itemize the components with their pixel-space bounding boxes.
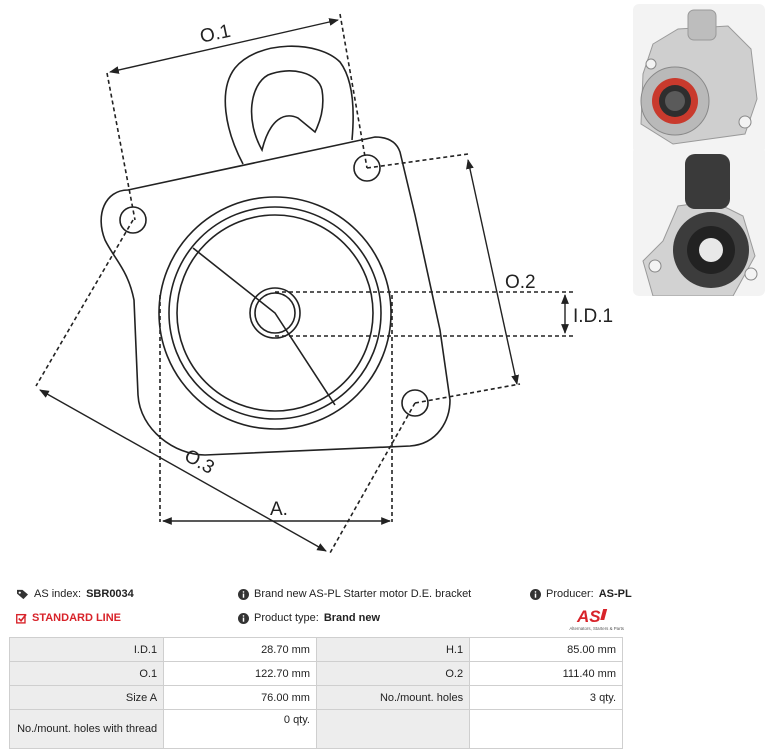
dim-label-a: A. — [270, 499, 288, 520]
specs-table: I.D.1 28.70 mm H.1 85.00 mm O.1 122.70 m… — [8, 637, 623, 749]
center-bushing-inner — [254, 292, 296, 334]
top-lug-inner — [250, 70, 324, 153]
logo-brand: AS — [576, 607, 601, 626]
spec-label: No./mount. holes — [315, 685, 471, 710]
dim-label-o2: O.2 — [505, 272, 536, 293]
producer: Producer: AS-PL — [530, 588, 632, 600]
sector-cut — [192, 247, 336, 406]
dim-label-id1: I.D.1 — [573, 306, 613, 327]
info-icon — [238, 588, 249, 600]
spec-label: No./mount. holes with thread — [8, 709, 165, 749]
center-bushing-outer — [249, 287, 301, 339]
spec-label: O.2 — [315, 661, 471, 686]
spec-label: H.1 — [315, 637, 471, 662]
checkbox-icon — [16, 613, 27, 624]
mount-hole-bottom — [401, 389, 429, 417]
bracket-body-outline — [100, 136, 451, 456]
spec-label: O.1 — [8, 661, 165, 686]
producer-value: AS-PL — [598, 588, 632, 600]
standard-line-label: STANDARD LINE — [32, 612, 122, 624]
table-row: Size A 76.00 mm No./mount. holes 3 qty. — [8, 685, 623, 710]
spec-value: 3 qty. — [469, 685, 623, 710]
bracket-technical-drawing: O.1 O.2 O.3 I.D.1 A. — [35, 13, 613, 554]
spec-label — [315, 709, 471, 749]
mount-hole-top — [353, 154, 381, 182]
logo-tagline: Alternators, Starters & Parts — [569, 626, 624, 631]
spec-value: 0 qty. — [163, 709, 317, 749]
product-photo-rear[interactable] — [633, 146, 765, 296]
spec-value: 122.70 mm — [163, 661, 317, 686]
as-pl-logo: AS Alternators, Starters & Parts — [569, 607, 624, 631]
product-photo-front[interactable] — [633, 4, 765, 154]
spec-value: 28.70 mm — [163, 637, 317, 662]
producer-label: Producer: — [546, 588, 594, 600]
spec-value: 76.00 mm — [163, 685, 317, 710]
dim-label-o3: O.3 — [181, 445, 218, 478]
spec-label: I.D.1 — [8, 637, 165, 662]
dim-label-o1: O.1 — [198, 21, 232, 48]
table-row: O.1 122.70 mm O.2 111.40 mm — [8, 661, 623, 686]
table-row: I.D.1 28.70 mm H.1 85.00 mm — [8, 637, 623, 662]
product-description: Brand new AS-PL Starter motor D.E. brack… — [238, 588, 471, 600]
as-index-value: SBR0034 — [86, 588, 134, 600]
tag-icon — [17, 589, 28, 599]
description-text: Brand new AS-PL Starter motor D.E. brack… — [254, 588, 472, 600]
info-icon — [238, 612, 249, 624]
spec-value — [469, 709, 623, 749]
product-type-label: Product type: — [254, 612, 319, 624]
table-row: No./mount. holes with thread 0 qty. — [8, 709, 623, 749]
standard-line-badge: STANDARD LINE — [16, 612, 121, 624]
spec-label: Size A — [8, 685, 165, 710]
spec-value: 111.40 mm — [469, 661, 623, 686]
spec-value: 85.00 mm — [469, 637, 623, 662]
info-icon — [530, 588, 541, 600]
product-type: Product type: Brand new — [238, 612, 380, 624]
product-type-value: Brand new — [323, 612, 381, 624]
as-index-label: AS index: — [34, 588, 82, 600]
as-index: AS index: SBR0034 — [16, 588, 134, 600]
